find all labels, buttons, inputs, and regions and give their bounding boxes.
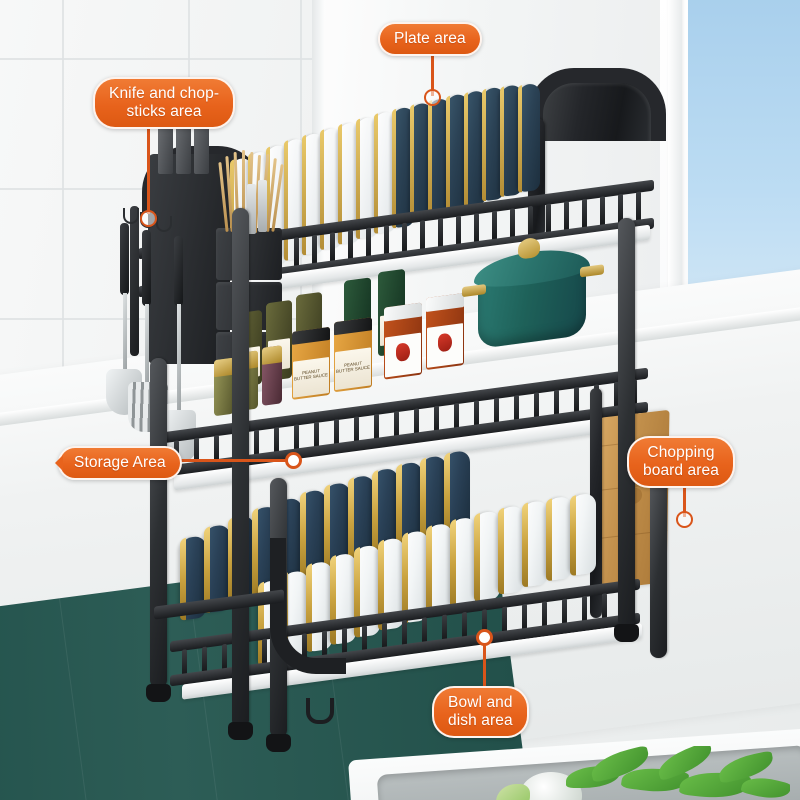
rack-post-front-left <box>150 358 167 688</box>
rack-post-far-right <box>650 478 667 658</box>
leader-line-bowl-dish-area <box>483 636 486 688</box>
rack-foot <box>146 684 171 702</box>
leader-line-plate-area <box>431 54 434 96</box>
callout-bowl-dish-area[interactable]: Bowl and dish area <box>432 686 529 738</box>
rack-foot <box>266 734 291 752</box>
chopsticks <box>218 150 284 236</box>
leader-line-knife-area <box>147 124 150 214</box>
fork <box>247 184 256 234</box>
leafy-greens <box>560 746 790 800</box>
lettuce <box>496 784 530 800</box>
leader-marker-knife-area <box>140 210 157 227</box>
chili-sauce-jar <box>426 292 464 370</box>
leader-line-chopping-board-area <box>683 483 686 517</box>
leader-marker-plate-area <box>424 89 441 106</box>
leader-marker-chopping-board-area <box>676 511 693 528</box>
leader-line-storage-area <box>172 459 292 462</box>
knife <box>158 122 173 174</box>
drain-hook-icon <box>306 698 334 724</box>
pot-handle <box>580 264 604 278</box>
callout-knife-chopsticks-area[interactable]: Knife and chop- sticks area <box>93 77 236 129</box>
dish-drying-rack: PEANUT BUTTER SAUCE PEANUT BUTTER SAUCE <box>106 58 710 758</box>
hook-icon[interactable] <box>156 216 172 232</box>
hook-icon[interactable] <box>123 208 139 224</box>
chili-sauce-jar <box>384 302 422 380</box>
rack-post-mid-left <box>232 208 249 728</box>
callout-storage-area[interactable]: Storage Area <box>55 446 182 480</box>
fork <box>258 180 267 232</box>
leader-marker-bowl-dish-area <box>476 629 493 646</box>
rack-post-rear-right-lower <box>618 218 635 628</box>
rack-foot <box>228 722 253 740</box>
utensil-hook-bar <box>130 206 139 356</box>
chopsticks-holder <box>216 228 282 280</box>
rack-curved-front-leg <box>270 538 346 674</box>
callout-plate-area[interactable]: Plate area <box>378 22 482 56</box>
leader-marker-storage-area <box>285 452 302 469</box>
callout-chopping-board-area[interactable]: Chopping board area <box>627 436 735 488</box>
rack-foot <box>614 624 639 642</box>
knife <box>176 116 191 174</box>
rack-top-arch-right <box>528 68 666 141</box>
